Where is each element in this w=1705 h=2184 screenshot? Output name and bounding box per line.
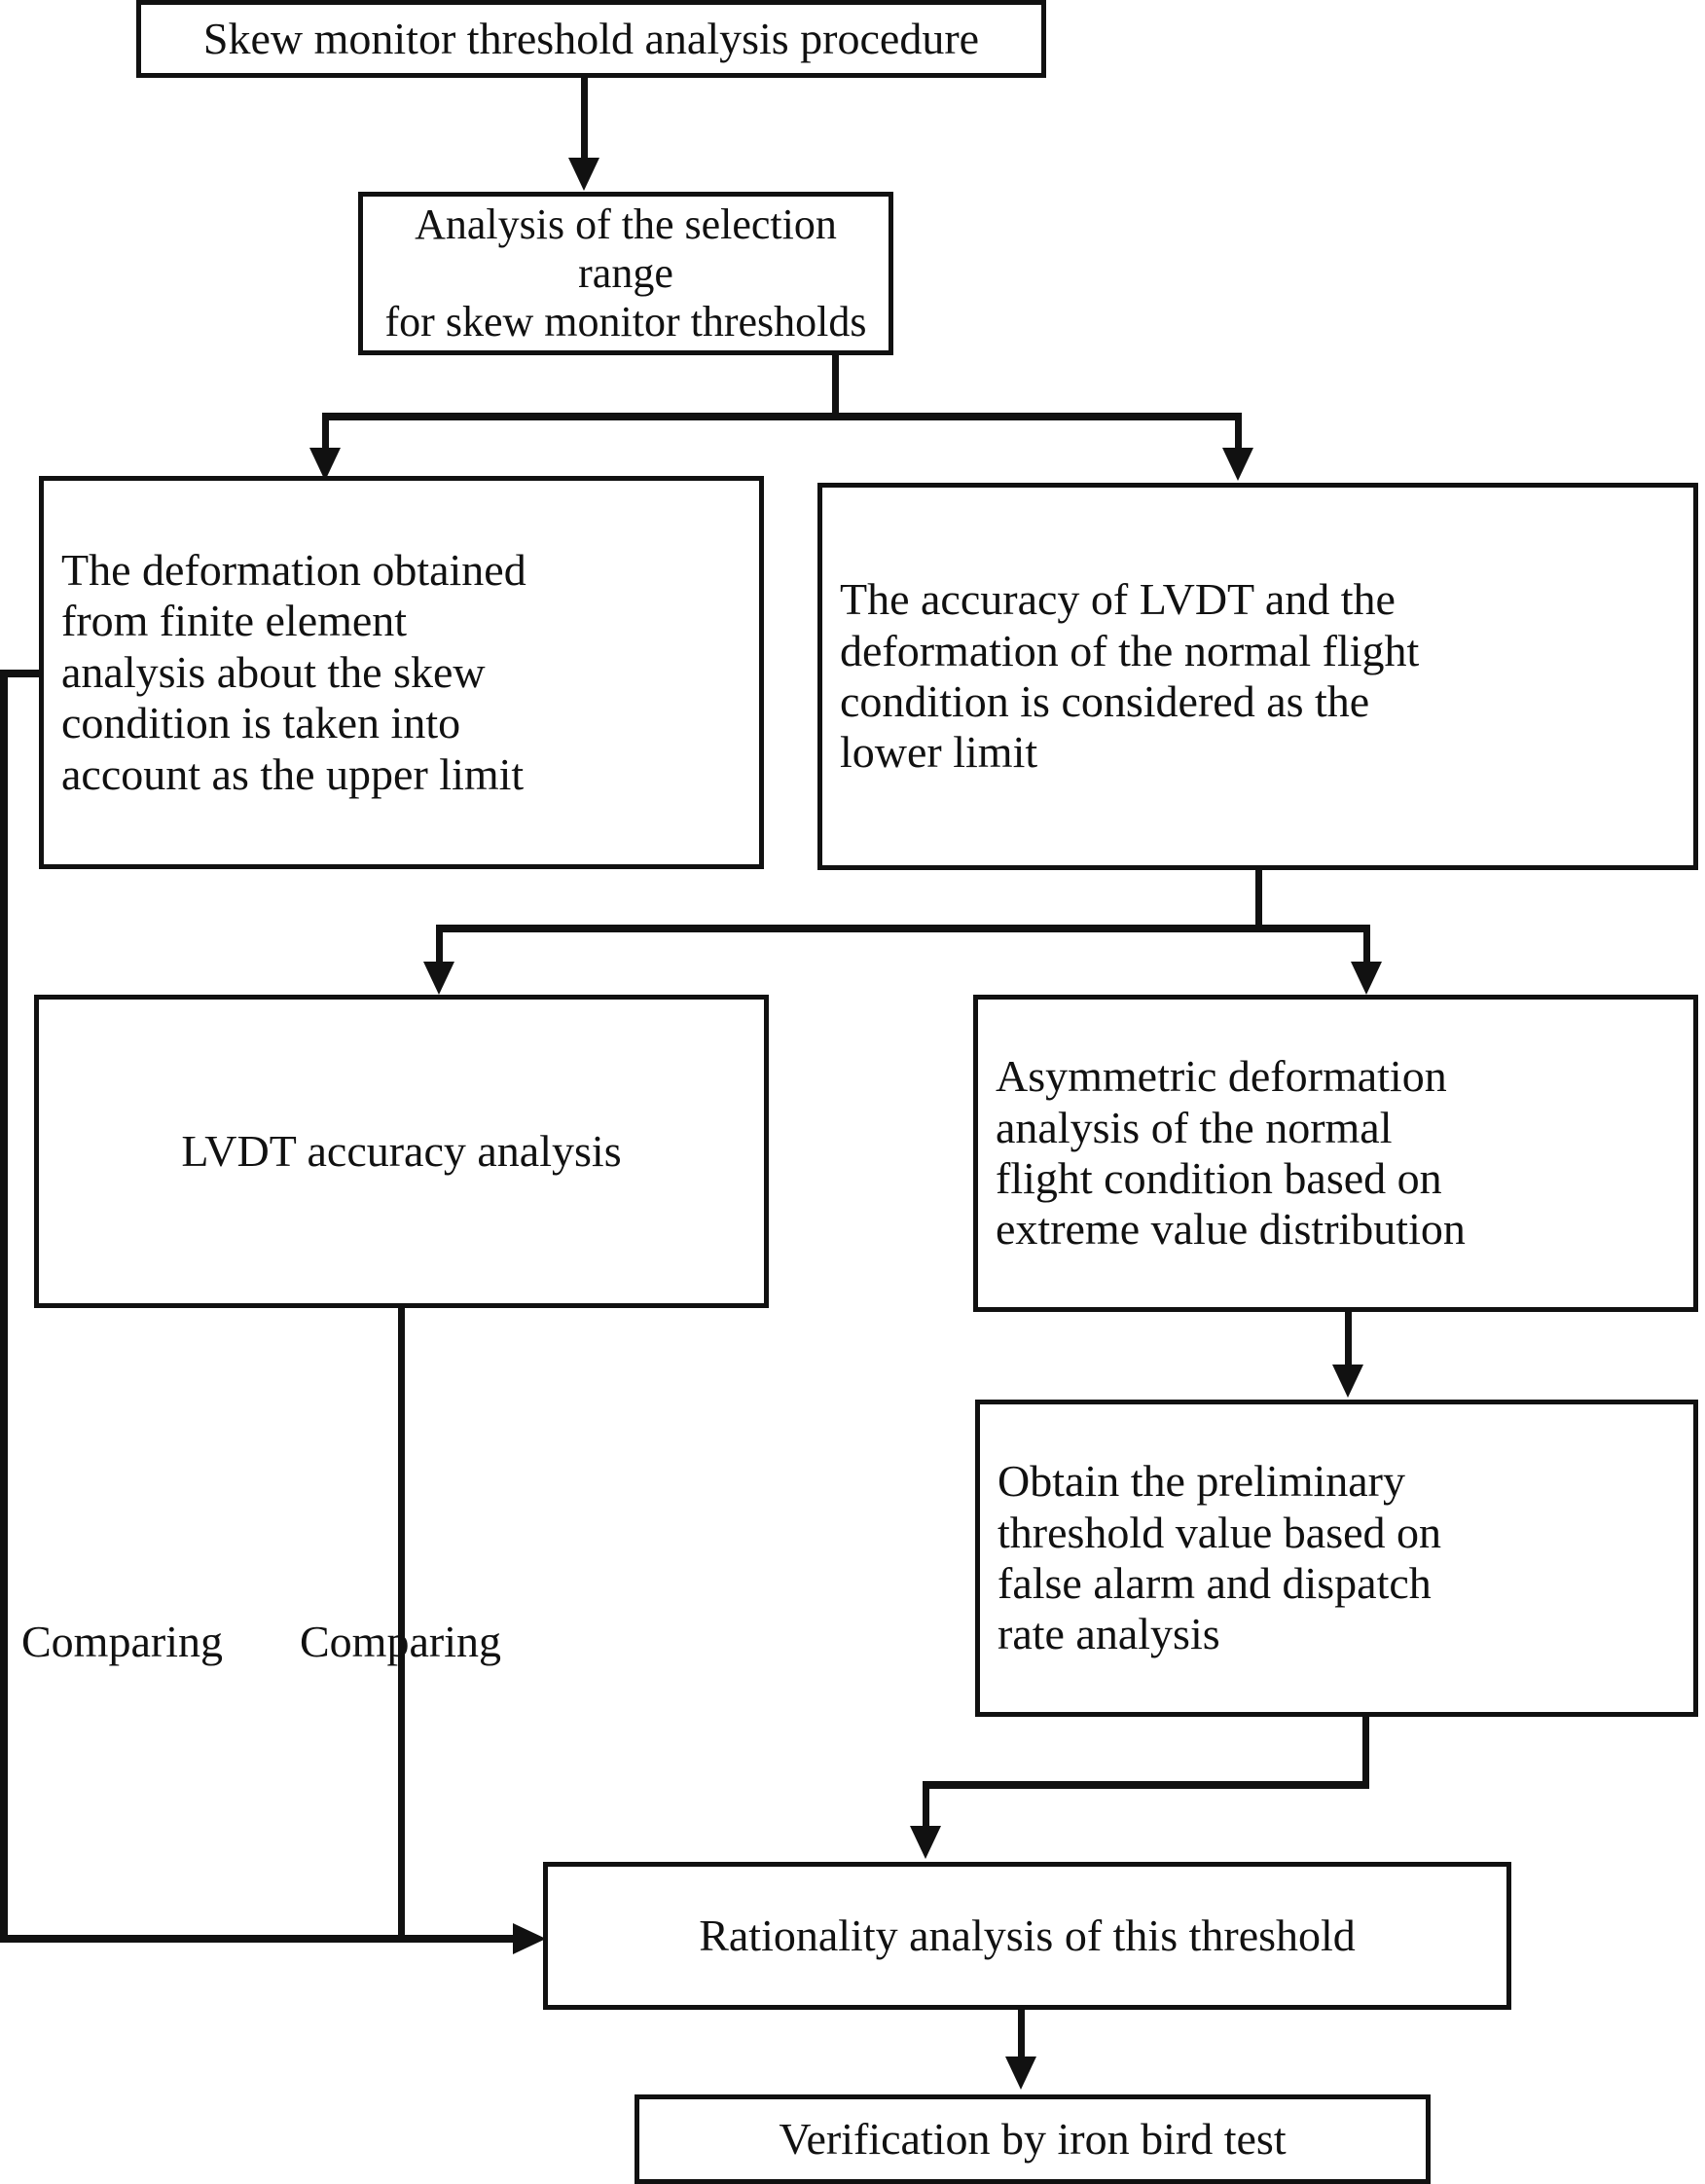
edge-n7-n8-horizontal: [923, 1781, 1369, 1789]
edge-n3-n8-stub: [0, 670, 41, 677]
edge-n7-n8-arrowhead: [910, 1826, 941, 1859]
node-label: Skew monitor threshold analysis procedur…: [202, 13, 980, 63]
edge-n2-split-bus: [322, 413, 1242, 420]
edge-n2-split-stem: [832, 355, 839, 419]
edge-n2-n4-arrowhead: [1222, 448, 1253, 481]
node-label: The accuracy of LVDT and the deformation…: [840, 574, 1420, 778]
node-rationality-analysis-of-threshold: Rationality analysis of this threshold: [543, 1862, 1511, 2010]
node-asymmetric-deformation-analysis: Asymmetric deformation analysis of the n…: [973, 995, 1698, 1312]
edge-n7-n8-stem: [1362, 1717, 1369, 1787]
node-deformation-finite-element-upper-limit: The deformation obtained from finite ele…: [39, 476, 764, 869]
node-label: Verification by iron bird test: [779, 2113, 1287, 2164]
edge-n4-n5-vertical: [436, 925, 443, 965]
edge-n4-split-stem: [1255, 869, 1262, 931]
edge-label-comparing-left: Comparing: [21, 1617, 223, 1666]
node-label: Analysis of the selection range for skew…: [384, 200, 867, 346]
node-obtain-preliminary-threshold: Obtain the preliminary threshold value b…: [975, 1400, 1698, 1717]
edge-n2-n3-vertical: [322, 413, 329, 452]
node-analysis-of-selection-range: Analysis of the selection range for skew…: [358, 192, 893, 355]
node-label: Obtain the preliminary threshold value b…: [998, 1456, 1442, 1659]
node-skew-monitor-threshold-analysis-procedure: Skew monitor threshold analysis procedur…: [136, 0, 1046, 78]
node-lvdt-accuracy-lower-limit: The accuracy of LVDT and the deformation…: [817, 483, 1698, 870]
node-lvdt-accuracy-analysis: LVDT accuracy analysis: [34, 995, 769, 1308]
edge-n6-n7-arrowhead: [1332, 1365, 1363, 1398]
node-label: Rationality analysis of this threshold: [699, 1910, 1356, 1960]
edge-n3-n8-vertical: [0, 670, 8, 1941]
edge-n3-n8-horizontal: [0, 1935, 536, 1943]
edge-n5-n8-vertical: [398, 1308, 405, 1941]
edge-n4-n6-vertical: [1363, 925, 1370, 965]
node-label: The deformation obtained from finite ele…: [61, 544, 526, 799]
edge-n8-n9-vertical: [1018, 2010, 1025, 2060]
edge-into-n8-arrowhead: [513, 1923, 546, 1954]
edge-n4-n5-arrowhead: [423, 962, 454, 995]
edge-n6-n7-vertical: [1345, 1312, 1352, 1366]
edge-n7-n8-drop: [923, 1781, 929, 1830]
node-label: Asymmetric deformation analysis of the n…: [996, 1051, 1466, 1255]
edge-n1-n2-vertical: [581, 78, 588, 158]
edge-n8-n9-arrowhead: [1005, 2057, 1036, 2090]
edge-n4-split-bus: [436, 925, 1370, 932]
edge-label-comparing-right: Comparing: [300, 1617, 501, 1666]
edge-n4-n6-arrowhead: [1351, 962, 1382, 995]
node-label: LVDT accuracy analysis: [181, 1125, 622, 1176]
edge-n2-n4-vertical: [1235, 413, 1242, 452]
edge-n1-n2-arrowhead: [568, 158, 599, 191]
edge-n2-n3-arrowhead: [309, 448, 341, 481]
node-verification-by-iron-bird-test: Verification by iron bird test: [635, 2094, 1431, 2184]
